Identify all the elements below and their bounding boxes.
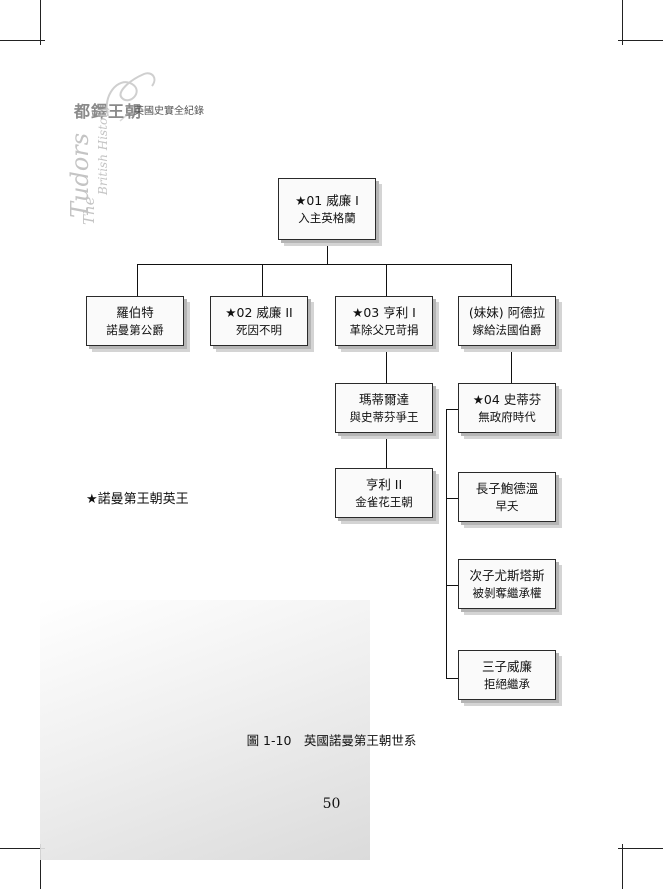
node-adela: (妹妹) 阿德拉 嫁給法國伯爵 [458, 296, 556, 346]
connector [327, 240, 328, 264]
crop-mark [0, 848, 45, 849]
crop-mark [40, 844, 41, 889]
node-matilda: 瑪蒂爾達 與史蒂芬爭王 [335, 383, 433, 433]
node-note: 拒絕繼承 [484, 676, 530, 691]
connector [386, 434, 387, 468]
node-note: 諾曼第公爵 [106, 322, 164, 337]
node-robert: 羅伯特 諾曼第公爵 [86, 296, 184, 346]
map-background [40, 600, 370, 860]
connector [137, 264, 138, 296]
node-title: 三子威廉 [481, 658, 532, 674]
book-title: 都鐸王朝 [74, 102, 143, 121]
node-title: ★02 威廉 II [225, 304, 293, 320]
node-title: (妹妹) 阿德拉 [468, 304, 546, 320]
node-title: 亨利 II [365, 476, 403, 492]
connector [386, 264, 387, 296]
node-william-i: ★01 威廉 I 入主英格蘭 [278, 178, 376, 240]
connector [446, 498, 458, 499]
node-eustace: 次子尤斯塔斯 被剝奪繼承權 [458, 559, 556, 609]
figure-caption: 圖 1-10 英國諾曼第王朝世系 [246, 733, 417, 748]
node-note: 與史蒂芬爭王 [349, 409, 419, 424]
node-title: ★04 史蒂芬 [472, 391, 542, 407]
connector [446, 678, 458, 679]
page-number: 50 [322, 796, 341, 812]
book-subtitle: 英國史實全紀錄 [134, 106, 204, 117]
crop-mark [618, 848, 663, 849]
connector [446, 409, 447, 679]
node-note: 早夭 [495, 498, 519, 513]
node-william-ii: ★02 威廉 II 死因不明 [210, 296, 308, 346]
connector [262, 264, 263, 296]
node-william-son: 三子威廉 拒絕繼承 [458, 650, 556, 700]
node-note: 革除父兄苛捐 [349, 322, 419, 337]
node-title: 次子尤斯塔斯 [469, 567, 545, 583]
crop-mark [618, 40, 663, 41]
node-note: 被剝奪繼承權 [472, 585, 542, 600]
node-title: ★03 亨利 I [352, 304, 416, 320]
node-baldwin: 長子鮑德溫 早夭 [458, 472, 556, 522]
crop-mark [0, 40, 45, 41]
node-henry-i: ★03 亨利 I 革除父兄苛捐 [335, 296, 433, 346]
connector [511, 264, 512, 296]
node-title: ★01 威廉 I [295, 192, 359, 208]
crop-mark [622, 0, 623, 45]
node-title: 長子鮑德溫 [475, 480, 539, 496]
connector [511, 347, 512, 383]
connector [446, 409, 458, 410]
legend: ★諾曼第王朝英王 [86, 492, 189, 507]
connector [386, 347, 387, 383]
node-title: 羅伯特 [116, 304, 154, 320]
node-note: 入主英格蘭 [298, 210, 356, 225]
ornament-swirl [105, 72, 156, 122]
node-note: 無政府時代 [478, 409, 536, 424]
node-henry-ii: 亨利 II 金雀花王朝 [335, 468, 433, 518]
node-note: 嫁給法國伯爵 [472, 322, 542, 337]
script-british-history: British History [96, 105, 110, 195]
crop-mark [622, 844, 623, 889]
node-stephen: ★04 史蒂芬 無政府時代 [458, 383, 556, 433]
connector [446, 585, 458, 586]
node-title: 瑪蒂爾達 [358, 391, 409, 407]
crop-mark [40, 0, 41, 45]
node-note: 金雀花王朝 [355, 494, 413, 509]
connector [137, 264, 512, 265]
node-note: 死因不明 [236, 322, 282, 337]
script-the: The [80, 196, 98, 225]
